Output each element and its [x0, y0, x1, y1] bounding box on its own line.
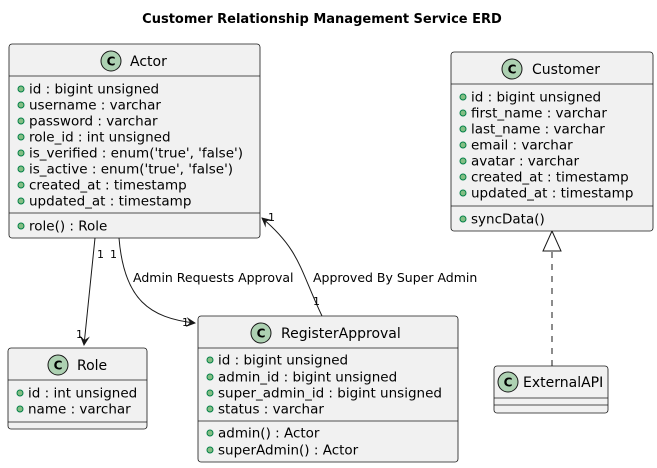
public-visibility-icon	[17, 222, 25, 230]
public-visibility-icon	[206, 405, 214, 413]
field: is_verified : enum('true', 'false')	[29, 146, 243, 162]
public-visibility-icon	[17, 197, 25, 205]
public-visibility-icon	[459, 173, 467, 181]
class-name-customer: Customer	[532, 62, 600, 78]
diagram-title: Customer Relationship Management Service…	[142, 12, 502, 27]
mult-actor-register-to: 1	[182, 316, 189, 329]
public-visibility-icon	[459, 157, 467, 165]
class-badge-icon	[100, 50, 122, 72]
field: admin_id : bigint unsigned	[218, 370, 397, 386]
public-visibility-icon	[16, 405, 24, 413]
field: super_admin_id : bigint unsigned	[218, 386, 442, 402]
class-badge-icon	[497, 371, 519, 393]
public-visibility-icon	[17, 165, 25, 173]
public-visibility-icon	[459, 109, 467, 117]
field: id : bigint unsigned	[471, 90, 601, 106]
class-badge-letter: C	[508, 63, 517, 77]
field: updated_at : timestamp	[471, 186, 633, 202]
class-badge-icon	[47, 354, 69, 376]
label-admin-requests-approval: Admin Requests Approval	[133, 270, 294, 285]
class-name-actor: Actor	[130, 54, 167, 70]
field: id : bigint unsigned	[218, 353, 348, 369]
public-visibility-icon	[206, 389, 214, 397]
field: password : varchar	[29, 114, 158, 130]
mult-register-actor-from: 1	[313, 295, 320, 308]
field: email : varchar	[471, 138, 573, 154]
public-visibility-icon	[459, 189, 467, 197]
public-visibility-icon	[206, 356, 214, 364]
class-badge-letter: C	[257, 327, 266, 341]
class-customer: C Customer id : bigint unsigned first_na…	[450, 51, 654, 232]
class-badge-letter: C	[54, 359, 63, 373]
public-visibility-icon	[17, 133, 25, 141]
class-actor: C Actor id : bigint unsigned username : …	[8, 43, 261, 239]
class-badge-letter: C	[107, 55, 116, 69]
mult-actor-register-from: 1	[110, 248, 117, 261]
class-name-role: Role	[77, 358, 107, 374]
mult-actor-role-from: 1	[97, 248, 104, 261]
class-badge-letter: C	[504, 376, 513, 390]
edge-actor-role	[79, 237, 96, 346]
field: username : varchar	[29, 98, 161, 114]
public-visibility-icon	[206, 429, 214, 437]
public-visibility-icon	[206, 373, 214, 381]
class-name-registerapproval: RegisterApproval	[281, 326, 401, 342]
class-name-externalapi: ExternalAPI	[523, 375, 603, 391]
field: created_at : timestamp	[29, 178, 187, 194]
field: name : varchar	[28, 402, 131, 418]
method: syncData()	[471, 212, 545, 228]
field: status : varchar	[218, 402, 324, 418]
public-visibility-icon	[459, 141, 467, 149]
public-visibility-icon	[206, 446, 214, 454]
class-badge-icon	[250, 322, 272, 344]
label-approved-by-super-admin: Approved By Super Admin	[313, 270, 477, 285]
mult-actor-role-to: 1	[76, 328, 83, 341]
realization-arrowhead	[542, 229, 562, 252]
field: avatar : varchar	[471, 154, 580, 170]
field: id : int unsigned	[28, 386, 137, 402]
public-visibility-icon	[17, 181, 25, 189]
field: first_name : varchar	[471, 106, 607, 122]
field: id : bigint unsigned	[29, 82, 159, 98]
field: role_id : int unsigned	[29, 130, 171, 146]
public-visibility-icon	[17, 101, 25, 109]
public-visibility-icon	[459, 215, 467, 223]
mult-register-actor-to: 1	[268, 211, 275, 224]
method: superAdmin() : Actor	[218, 443, 359, 459]
method: role() : Role	[29, 219, 107, 235]
public-visibility-icon	[17, 117, 25, 125]
class-badge-icon	[501, 58, 523, 80]
public-visibility-icon	[459, 125, 467, 133]
public-visibility-icon	[16, 389, 24, 397]
public-visibility-icon	[17, 85, 25, 93]
field: created_at : timestamp	[471, 170, 629, 186]
class-externalapi: C ExternalAPI	[493, 365, 609, 414]
class-registerapproval: C RegisterApproval id : bigint unsigned …	[197, 315, 459, 463]
field: is_active : enum('true', 'false')	[29, 162, 233, 178]
public-visibility-icon	[17, 149, 25, 157]
edge-actor-registerapproval	[118, 237, 196, 327]
field: updated_at : timestamp	[29, 194, 191, 210]
class-role: C Role id : int unsigned name : varchar	[7, 347, 148, 430]
edge-registerapproval-actor	[261, 217, 323, 317]
public-visibility-icon	[459, 93, 467, 101]
field: last_name : varchar	[471, 122, 605, 138]
method: admin() : Actor	[218, 426, 320, 442]
